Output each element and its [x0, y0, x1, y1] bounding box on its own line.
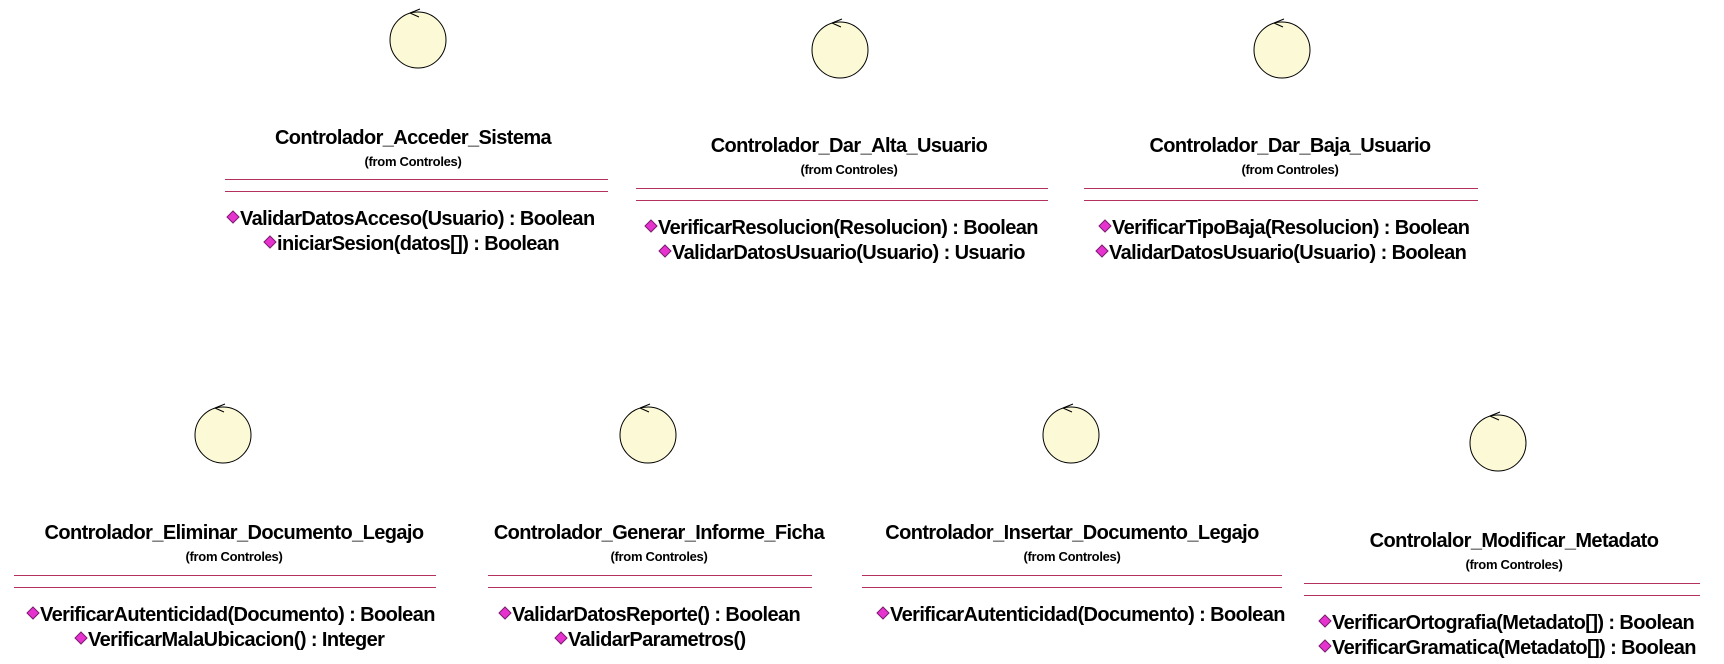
- operation-list: ValidarDatosReporte() : Boolean ValidarP…: [474, 603, 844, 653]
- attribute-separator: [225, 179, 608, 180]
- control-class-icon: [389, 8, 447, 69]
- operation-item: ValidarDatosUsuario(Usuario) : Usuario: [634, 241, 1064, 266]
- operation-diamond-icon: [26, 606, 40, 620]
- attribute-separator: [862, 575, 1282, 576]
- operation-diamond-icon: [1318, 614, 1332, 628]
- controller-dar-baja-usuario[interactable]: Controlador_Dar_Baja_Usuario (from Contr…: [1080, 0, 1500, 275]
- operation-diamond-icon: [226, 210, 240, 224]
- operation-list: VerificarResolucion(Resolucion) : Boolea…: [634, 216, 1064, 266]
- operation-separator: [488, 587, 812, 588]
- operation-item: ValidarDatosAcceso(Usuario) : Boolean: [218, 207, 608, 232]
- operation-item: iniciarSesion(datos[]) : Boolean: [218, 232, 608, 257]
- class-name: Controlador_Acceder_Sistema: [274, 127, 552, 149]
- controller-acceder-sistema[interactable]: Controlador_Acceder_Sistema (from Contro…: [218, 0, 608, 270]
- operation-separator: [1304, 595, 1700, 596]
- attribute-separator: [1304, 583, 1700, 584]
- attribute-separator: [636, 188, 1048, 189]
- controller-insertar-documento-legajo[interactable]: Controlador_Insertar_Documento_Legajo (f…: [862, 395, 1285, 664]
- operation-item: ValidarDatosUsuario(Usuario) : Boolean: [1080, 241, 1500, 266]
- operation-separator: [225, 191, 608, 192]
- operation-separator: [862, 587, 1282, 588]
- class-name: Controlador_Dar_Baja_Usuario: [1149, 135, 1431, 157]
- operation-diamond-icon: [263, 235, 277, 249]
- operation-separator: [14, 587, 436, 588]
- operation-item: VerificarTipoBaja(Resolucion) : Boolean: [1080, 216, 1500, 241]
- operation-diamond-icon: [554, 631, 568, 645]
- operation-list: ValidarDatosAcceso(Usuario) : Boolean in…: [218, 207, 608, 257]
- attribute-separator: [488, 575, 812, 576]
- class-name: Controlalor_Modificar_Metadato: [1369, 530, 1659, 552]
- operation-diamond-icon: [498, 606, 512, 620]
- operation-item: ValidarDatosReporte() : Boolean: [474, 603, 844, 628]
- control-class-icon: [1253, 18, 1311, 79]
- operation-diamond-icon: [1098, 219, 1112, 233]
- attribute-separator: [14, 575, 436, 576]
- operation-diamond-icon: [1095, 244, 1109, 258]
- package-note: (from Controles): [1465, 557, 1563, 572]
- operation-diamond-icon: [658, 244, 672, 258]
- package-note: (from Controles): [185, 549, 283, 564]
- package-note: (from Controles): [1023, 549, 1121, 564]
- operation-item: VerificarAutenticidad(Documento) : Boole…: [14, 603, 454, 628]
- operation-list: VerificarAutenticidad(Documento) : Boole…: [862, 603, 1285, 628]
- control-class-icon: [1469, 411, 1527, 472]
- controller-eliminar-documento-legajo[interactable]: Controlador_Eliminar_Documento_Legajo (f…: [14, 395, 454, 664]
- operation-list: VerificarOrtografia(Metadato[]) : Boolea…: [1304, 611, 1724, 661]
- class-name: Controlador_Insertar_Documento_Legajo: [885, 522, 1259, 544]
- operation-diamond-icon: [876, 606, 890, 620]
- operation-item: VerificarGramatica(Metadato[]) : Boolean: [1304, 636, 1724, 661]
- control-class-icon: [194, 403, 252, 464]
- operation-diamond-icon: [1318, 639, 1332, 653]
- class-name: Controlador_Generar_Informe_Ficha: [493, 522, 825, 544]
- control-class-icon: [1042, 403, 1100, 464]
- package-note: (from Controles): [800, 162, 898, 177]
- operation-separator: [636, 200, 1048, 201]
- operation-item: ValidarParametros(): [474, 628, 844, 653]
- control-class-icon: [619, 403, 677, 464]
- control-class-icon: [811, 18, 869, 79]
- class-name: Controlador_Eliminar_Documento_Legajo: [44, 522, 425, 544]
- controller-modificar-metadato[interactable]: Controlalor_Modificar_Metadato (from Con…: [1304, 403, 1724, 664]
- package-note: (from Controles): [610, 549, 708, 564]
- package-note: (from Controles): [1241, 162, 1339, 177]
- operation-item: VerificarOrtografia(Metadato[]) : Boolea…: [1304, 611, 1724, 636]
- attribute-separator: [1084, 188, 1478, 189]
- operation-item: VerificarResolucion(Resolucion) : Boolea…: [634, 216, 1064, 241]
- operation-list: VerificarAutenticidad(Documento) : Boole…: [14, 603, 454, 653]
- operation-diamond-icon: [74, 631, 88, 645]
- operation-separator: [1084, 200, 1478, 201]
- operation-item: VerificarAutenticidad(Documento) : Boole…: [862, 603, 1285, 628]
- operation-item: VerificarMalaUbicacion() : Integer: [14, 628, 454, 653]
- controller-dar-alta-usuario[interactable]: Controlador_Dar_Alta_Usuario (from Contr…: [634, 0, 1064, 275]
- package-note: (from Controles): [364, 154, 462, 169]
- operation-diamond-icon: [644, 219, 658, 233]
- class-name: Controlador_Dar_Alta_Usuario: [710, 135, 988, 157]
- controller-generar-informe-ficha[interactable]: Controlador_Generar_Informe_Ficha (from …: [474, 395, 844, 664]
- operation-list: VerificarTipoBaja(Resolucion) : Boolean …: [1080, 216, 1500, 266]
